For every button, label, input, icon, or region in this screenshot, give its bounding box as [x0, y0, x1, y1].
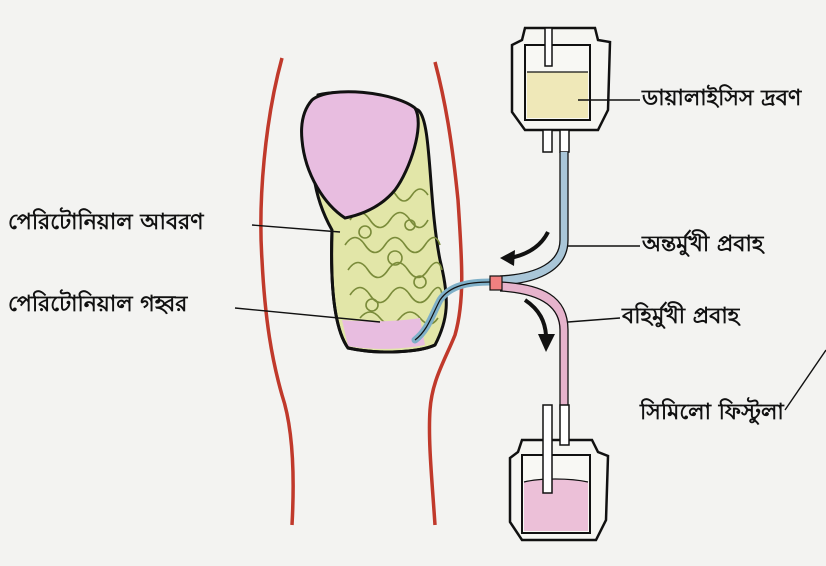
body-outline-left	[261, 58, 293, 525]
peritoneal-cavity-fluid	[342, 318, 425, 349]
label-fistula: সিমিলো ফিস্টুলা	[640, 402, 784, 424]
label-peritoneal-membrane: পেরিটোনিয়াল আবরণ	[8, 212, 204, 234]
leader-peritoneal-membrane	[252, 225, 340, 232]
leader-outward-flow	[568, 318, 620, 322]
outflow-arrow	[525, 300, 546, 335]
label-inward-flow: অন্তর্মুখী প্রবাহ	[642, 234, 763, 256]
waste-collection-bag	[510, 405, 608, 540]
label-outward-flow: বহির্মুখী প্রবাহ	[622, 306, 739, 328]
label-peritoneal-cavity: পেরিটোনিয়াল গহ্বর	[8, 294, 187, 316]
tube-junction-clip	[490, 276, 502, 290]
dialysis-fluid-bag	[512, 28, 610, 152]
label-dialysis-fluid: ডায়ালাইসিস দ্রবণ	[642, 88, 801, 110]
leader-fistula	[785, 350, 826, 410]
inflow-arrow	[510, 232, 548, 258]
